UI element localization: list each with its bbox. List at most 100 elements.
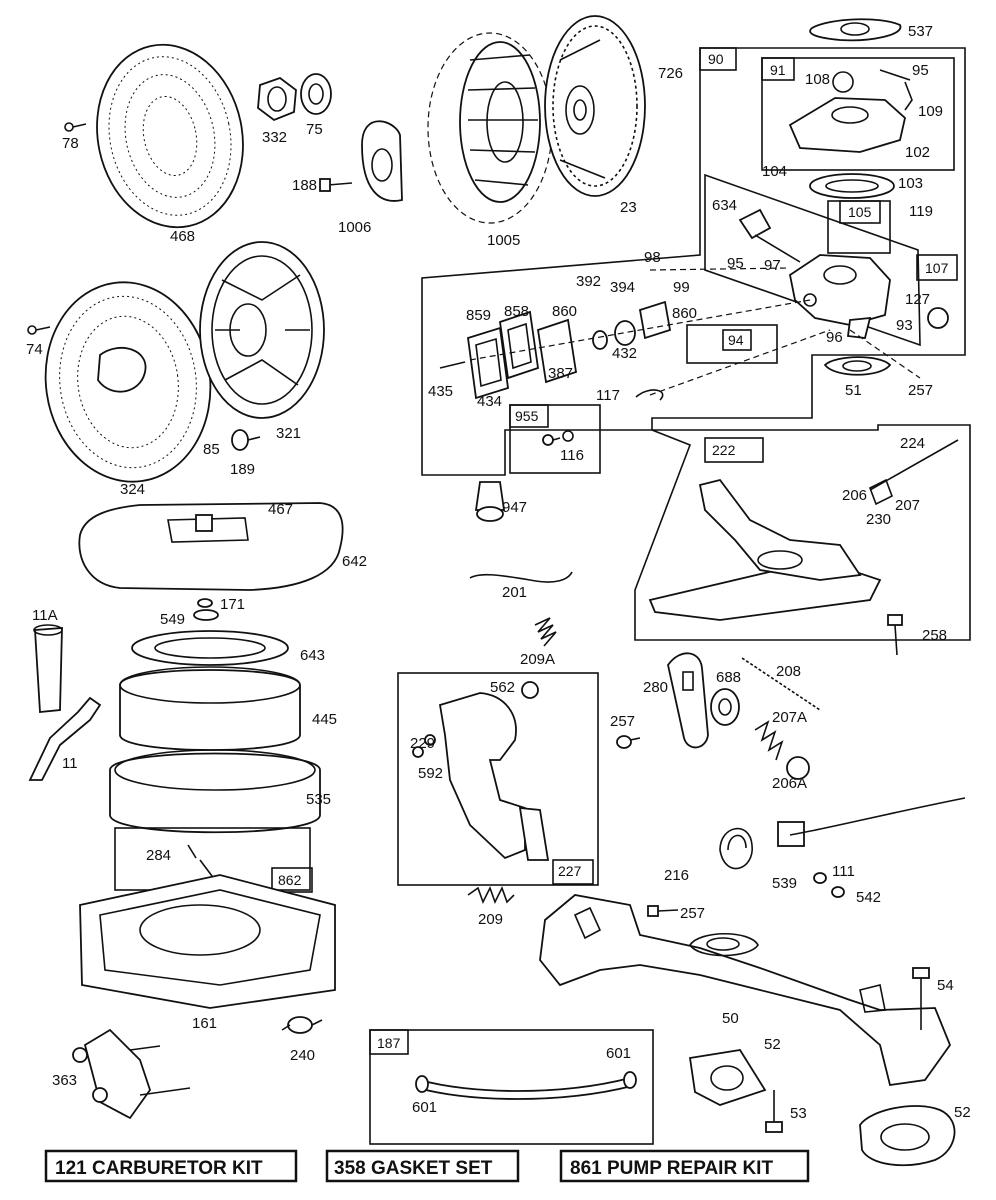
gasket-52b	[859, 1105, 956, 1167]
label-85: 85	[203, 441, 220, 458]
kit-carburetor-box: 121 CARBURETOR KIT	[44, 1149, 298, 1183]
screw-257b	[616, 735, 641, 749]
dipstick-539-216	[719, 797, 966, 870]
label-209: 209	[478, 911, 503, 928]
label-387: 387	[548, 365, 573, 382]
label-52a: 52	[764, 1036, 781, 1053]
link-201	[469, 571, 573, 583]
label-601b: 601	[412, 1099, 437, 1116]
label-187: 187	[377, 1035, 401, 1051]
label-127: 127	[905, 291, 930, 308]
label-321: 321	[276, 425, 301, 442]
kit-carburetor-label: 121 CARBURETOR KIT	[55, 1158, 263, 1179]
label-224: 224	[900, 435, 925, 452]
gasket-103	[809, 173, 895, 199]
hex-nut-332	[257, 76, 297, 122]
pin-78	[64, 122, 87, 132]
control-bracket-222	[648, 439, 959, 621]
label-394: 394	[610, 279, 635, 296]
rotating-screen-324	[44, 281, 212, 483]
fan-321	[199, 241, 325, 419]
label-97: 97	[764, 257, 781, 274]
label-1006: 1006	[338, 219, 371, 236]
label-537: 537	[908, 23, 933, 40]
label-332: 332	[262, 129, 287, 146]
label-95b: 95	[727, 255, 744, 272]
washer-75	[300, 73, 332, 115]
box-222-outline	[634, 424, 971, 641]
screw-188	[319, 178, 353, 192]
label-601a: 601	[606, 1045, 631, 1062]
bushing-688	[710, 688, 740, 726]
bolt-54	[912, 967, 930, 1030]
air-filter-parts	[109, 598, 321, 834]
label-95a: 95	[912, 62, 929, 79]
label-111: 111	[832, 863, 855, 880]
label-208: 208	[776, 663, 801, 680]
stud-240	[281, 1016, 323, 1034]
label-117: 117	[596, 387, 620, 404]
spring-209A	[534, 617, 557, 647]
label-227: 227	[558, 863, 582, 879]
breather-tube-11A	[33, 624, 63, 713]
label-955: 955	[515, 408, 539, 424]
label-562: 562	[490, 679, 515, 696]
label-284: 284	[146, 847, 171, 864]
label-23: 23	[620, 199, 637, 216]
screw-116	[542, 430, 574, 446]
label-209A: 209A	[520, 651, 555, 668]
label-240: 240	[290, 1047, 315, 1064]
label-642: 642	[342, 553, 367, 570]
label-860a: 860	[552, 303, 577, 320]
label-207A: 207A	[772, 709, 807, 726]
pump-parts-859-858-387-432-434-435	[439, 300, 672, 401]
bracket-363	[72, 1028, 191, 1120]
carb-body-107	[704, 173, 949, 347]
label-207: 207	[895, 497, 920, 514]
label-216: 216	[664, 867, 689, 884]
manifold-50	[539, 894, 952, 1087]
bolt-85-189	[231, 429, 261, 451]
label-103: 103	[898, 175, 923, 192]
label-445: 445	[312, 711, 337, 728]
label-542: 542	[856, 889, 881, 906]
label-858: 858	[504, 303, 529, 320]
label-280: 280	[643, 679, 668, 696]
rod-208	[741, 657, 821, 711]
label-468: 468	[170, 228, 195, 245]
label-434: 434	[477, 393, 502, 410]
screw-257c	[647, 905, 679, 917]
label-99: 99	[673, 279, 690, 296]
label-51: 51	[845, 382, 862, 399]
label-94: 94	[728, 332, 744, 348]
rotating-screen-468	[96, 43, 244, 229]
base-161	[79, 874, 336, 1009]
label-539: 539	[772, 875, 797, 892]
screw-258	[887, 614, 903, 656]
label-11A: 11A	[32, 607, 58, 624]
label-107: 107	[925, 260, 949, 276]
label-102: 102	[905, 144, 930, 161]
label-1005: 1005	[487, 232, 520, 249]
label-188: 188	[292, 177, 317, 194]
label-229: 229	[410, 735, 435, 752]
box-227	[397, 672, 599, 886]
label-52b: 52	[954, 1104, 971, 1121]
label-222: 222	[712, 442, 736, 458]
label-860b: 860	[672, 305, 697, 322]
gasket-537	[809, 18, 902, 42]
part-labels: 537 726 90 91 108 95 109 102 104 103 105…	[26, 23, 971, 1122]
label-98: 98	[644, 249, 661, 266]
label-859: 859	[466, 307, 491, 324]
kit-gasket-box: 358 GASKET SET	[325, 1149, 520, 1183]
pin-74	[27, 325, 51, 335]
screws-111-542	[813, 872, 845, 898]
fan-1005	[427, 32, 553, 224]
label-258: 258	[922, 627, 947, 644]
label-592: 592	[418, 765, 443, 782]
label-201: 201	[502, 584, 527, 601]
flywheel-23	[544, 15, 646, 197]
label-93: 93	[896, 317, 913, 334]
label-108: 108	[805, 71, 830, 88]
